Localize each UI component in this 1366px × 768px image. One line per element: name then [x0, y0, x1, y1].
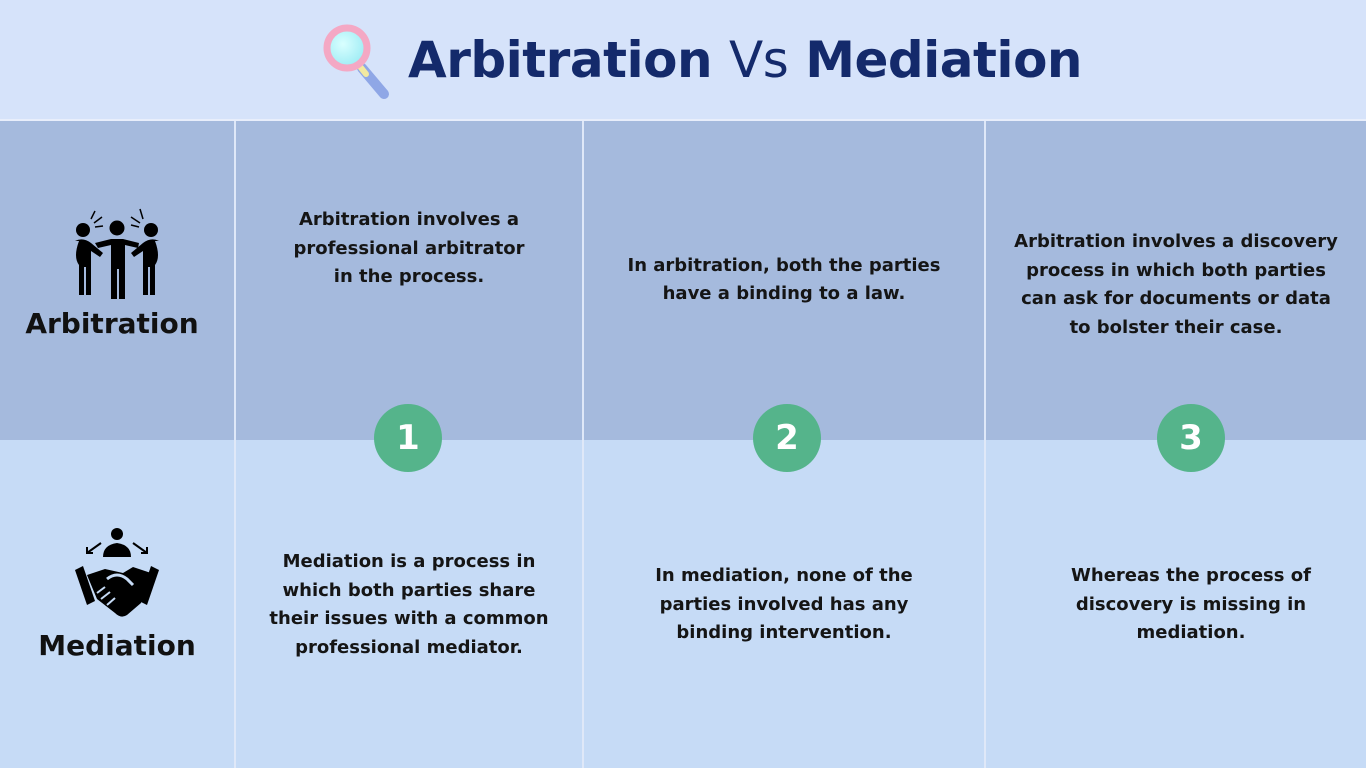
column-divider — [582, 121, 584, 768]
mediation-label-cell: Mediation — [0, 523, 234, 662]
mediation-row — [0, 440, 1366, 768]
arbitration-row — [0, 121, 1366, 440]
column-divider — [984, 121, 986, 768]
mediation-point-1: Mediation is a process in which both par… — [269, 551, 549, 658]
arbitration-point-3: Arbitration involves a discovery process… — [1014, 231, 1338, 338]
title-vs: Vs — [729, 31, 789, 89]
mediation-point-3: Whereas the process of discovery is miss… — [1071, 565, 1311, 644]
arbitration-label: Arbitration — [25, 307, 199, 340]
arbitration-label-cell: Arbitration — [0, 205, 234, 340]
mediator-handshake-icon — [75, 528, 159, 617]
number-badge-2: 2 — [753, 404, 821, 472]
column-divider — [234, 121, 236, 768]
number-badge-1: 1 — [374, 404, 442, 472]
arbitration-point-1: Arbitration involves a professional arbi… — [293, 209, 525, 288]
magnifying-glass-icon — [323, 24, 389, 99]
arguing-people-icon — [75, 208, 159, 299]
page-title: Arbitration Vs Mediation — [408, 31, 1083, 89]
title-mediation: Mediation — [805, 31, 1083, 89]
title-group: Arbitration Vs Mediation — [322, 20, 1083, 100]
header: Arbitration Vs Mediation — [0, 0, 1366, 121]
mediation-label: Mediation — [38, 629, 196, 662]
title-arbitration: Arbitration — [408, 31, 713, 89]
number-badge-3: 3 — [1157, 404, 1225, 472]
arbitration-point-2: In arbitration, both the parties have a … — [627, 254, 941, 305]
mediation-point-2: In mediation, none of the parties involv… — [655, 565, 913, 644]
